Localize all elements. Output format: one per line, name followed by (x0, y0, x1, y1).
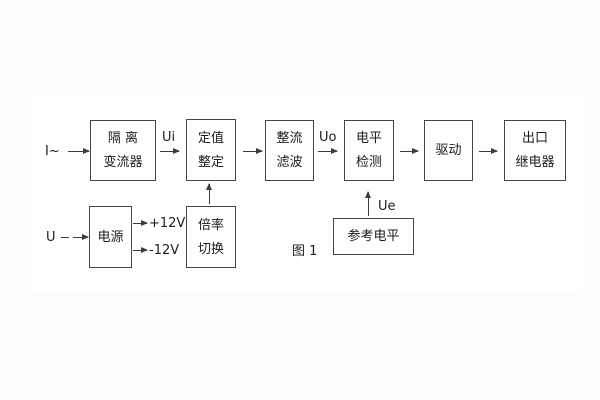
arrow-drive-to-output (479, 148, 498, 154)
block-label: 滤波 (276, 155, 303, 170)
arrow-isolation-to-setting (160, 148, 180, 154)
block-isolation-transformer: 隔 离 变流器 (90, 120, 156, 181)
block-label: 电平 (355, 131, 382, 146)
arrow-power-minus12 (133, 247, 148, 253)
block-label: 切换 (197, 241, 224, 257)
arrow-setting-to-rectifier (243, 148, 263, 154)
block-reference-level: 参考电平 (333, 218, 414, 255)
block-label: 检测 (355, 155, 382, 170)
block-output-relay: 出口 继电器 (504, 120, 566, 181)
block-label: 整流 (276, 131, 303, 146)
block-label: 变流器 (103, 155, 143, 170)
block-multiplier-switch: 倍率 切换 (186, 206, 236, 268)
block-rectify-filter: 整流 滤波 (265, 120, 314, 181)
block-power-supply: 电源 (89, 206, 132, 268)
figure-caption: 图 1 (292, 244, 318, 259)
block-label: 驱动 (435, 143, 462, 158)
arrow-reference-to-level (364, 191, 371, 216)
signal-ui-label: Ui (162, 130, 176, 145)
block-label: 定值 (197, 130, 224, 146)
block-level-detection: 电平 检测 (344, 120, 394, 181)
arrow-multiplier-to-setting (205, 183, 212, 204)
arrow-current-input (68, 148, 90, 154)
rail-minus12-label: -12V (149, 243, 180, 258)
arrow-level-to-drive (400, 148, 419, 154)
block-label: 倍率 (197, 217, 224, 233)
rail-plus12-label: +12V (149, 216, 186, 231)
signal-ue-label: Ue (378, 199, 396, 214)
block-drive: 驱动 (424, 120, 473, 181)
block-label: 出口 (521, 131, 548, 146)
dash-voltage-input (61, 237, 69, 238)
arrow-power-plus12 (133, 220, 148, 226)
block-setting-adjust: 定值 整定 (186, 119, 236, 181)
input-current-label: I~ (45, 144, 60, 159)
arrow-voltage-input (73, 234, 89, 240)
block-label: 参考电平 (347, 229, 400, 244)
block-label: 隔 离 (107, 131, 139, 146)
arrow-rectifier-to-level (318, 148, 338, 154)
signal-uo-label: Uo (319, 130, 337, 145)
block-label: 整定 (197, 154, 224, 170)
block-label: 电源 (97, 229, 124, 245)
input-voltage-label: U (46, 230, 56, 245)
block-label: 继电器 (515, 155, 555, 170)
